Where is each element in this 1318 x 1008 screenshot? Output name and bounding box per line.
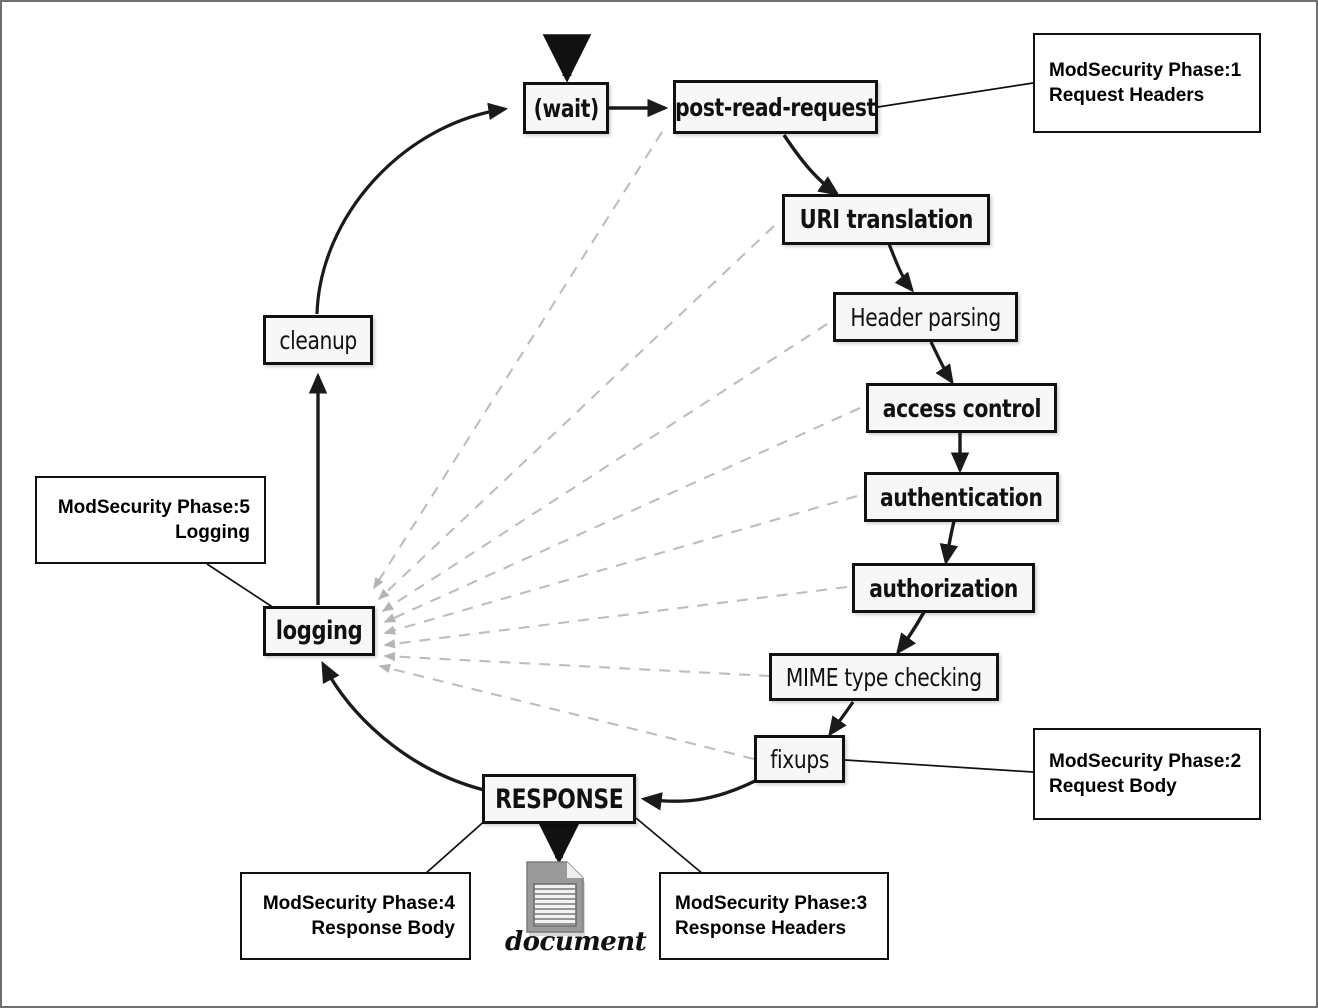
dashed-edge-uri-translation-to-logging xyxy=(377,225,775,601)
node-fixups[interactable]: fixups xyxy=(754,735,845,783)
node-logging-label: logging xyxy=(275,616,363,646)
edge-cleanup-to-wait xyxy=(315,102,509,315)
leader-response-to-phase4 xyxy=(424,817,489,875)
node-response-label: RESPONSE xyxy=(494,783,624,815)
leader-phase5-to-logging xyxy=(206,563,275,609)
edge-authorization-to-mime-type-checking xyxy=(895,611,926,655)
callout-phase1-line1: ModSecurity Phase:1 xyxy=(1049,59,1242,81)
dashed-edge-post-read-request-to-logging xyxy=(373,131,663,590)
callout-phase5-line1: ModSecurity Phase:5 xyxy=(57,496,250,518)
node-response[interactable]: RESPONSE xyxy=(482,774,636,824)
dashed-edge-access-control-to-logging xyxy=(383,407,861,623)
node-access-control-label: access control xyxy=(882,393,1041,423)
node-header-parsing[interactable]: Header parsing xyxy=(833,292,1018,342)
node-access-control[interactable]: access control xyxy=(866,383,1057,433)
node-fixups-label: fixups xyxy=(770,744,829,774)
document-caption: document xyxy=(505,927,647,957)
leader-response-to-phase3 xyxy=(635,817,704,875)
dashed-edge-fixups-to-logging xyxy=(378,663,755,761)
node-header-parsing-label: Header parsing xyxy=(850,302,1001,332)
node-wait-label: (wait) xyxy=(533,93,599,123)
node-cleanup-label: cleanup xyxy=(279,325,357,355)
callout-phase3[interactable]: ModSecurity Phase:3 Response Headers xyxy=(659,872,889,960)
edge-authentication-to-authorization xyxy=(939,520,959,566)
edge-uri-translation-to-header-parsing xyxy=(887,243,915,293)
callout-phase5-line2: Logging xyxy=(175,522,250,543)
node-uri-translation[interactable]: URI translation xyxy=(782,194,990,245)
node-mime-type-checking[interactable]: MIME type checking xyxy=(769,653,999,701)
node-logging[interactable]: logging xyxy=(263,606,375,656)
dashed-edge-mime-type-checking-to-logging xyxy=(383,651,771,678)
node-uri-translation-label: URI translation xyxy=(799,204,973,235)
node-wait[interactable]: (wait) xyxy=(523,82,609,134)
callout-phase2-line2: Request Body xyxy=(1049,776,1177,797)
flow-edges xyxy=(308,34,970,865)
node-cleanup[interactable]: cleanup xyxy=(263,315,373,365)
node-authentication-label: authentication xyxy=(880,482,1043,512)
callout-phase1-line2: Request Headers xyxy=(1049,85,1205,106)
callout-phase4-line2: Response Body xyxy=(311,918,455,939)
edge-fixups-to-response xyxy=(640,779,756,811)
document-page-icon xyxy=(526,861,585,936)
callout-phase5[interactable]: ModSecurity Phase:5 Logging xyxy=(35,476,266,564)
node-post-read-request[interactable]: post-read-request xyxy=(673,80,878,134)
callout-phase4-line1: ModSecurity Phase:4 xyxy=(262,892,455,914)
edge-response-to-logging xyxy=(321,661,485,792)
node-authorization[interactable]: authorization xyxy=(852,563,1035,613)
callout-phase3-line2: Response Headers xyxy=(675,918,847,939)
callout-phase2[interactable]: ModSecurity Phase:2 Request Body xyxy=(1033,728,1261,820)
callout-phase2-line1: ModSecurity Phase:2 xyxy=(1049,750,1242,772)
leader-post-read-request-to-phase1 xyxy=(877,82,1034,108)
node-mime-type-checking-label: MIME type checking xyxy=(786,662,982,692)
leader-fixups-to-phase2 xyxy=(844,759,1034,773)
edge-post-read-request-to-uri-translation xyxy=(782,134,840,196)
dashed-edge-authentication-to-logging xyxy=(383,494,858,635)
node-authentication[interactable]: authentication xyxy=(864,472,1059,522)
dashed-edge-header-parsing-to-logging xyxy=(381,323,828,612)
edge-header-parsing-to-access-control xyxy=(929,341,954,385)
dashed-edge-authorization-to-logging xyxy=(383,585,848,649)
callout-phase3-line1: ModSecurity Phase:3 xyxy=(675,892,868,914)
callout-phase1[interactable]: ModSecurity Phase:1 Request Headers xyxy=(1033,33,1261,133)
node-authorization-label: authorization xyxy=(869,573,1018,603)
node-post-read-request-label: post-read-request xyxy=(675,92,876,122)
callout-phase4[interactable]: ModSecurity Phase:4 Response Body xyxy=(240,872,471,960)
edge-mime-type-checking-to-fixups xyxy=(828,701,855,737)
